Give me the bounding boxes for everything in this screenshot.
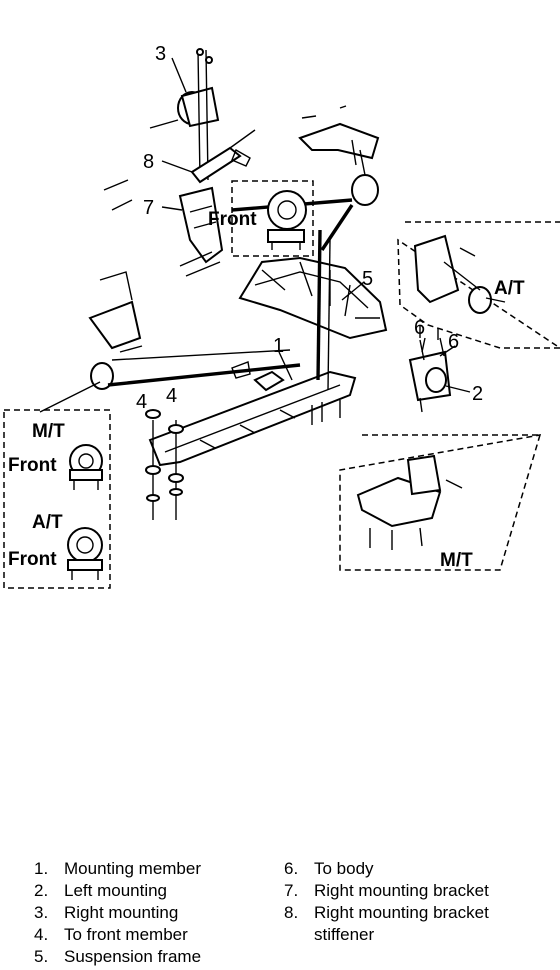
callout-6b: 6 [448,331,459,353]
right-mounting-bracket [103,179,224,277]
mounting-member [148,361,357,467]
right-mounting [149,48,220,181]
inset-label-mt-bottom: M/T [440,550,473,571]
callout-leaders [161,57,471,393]
right-mounting-bracket-stiffener [190,129,256,184]
inset-label-at-left: A/T [32,512,63,533]
inset-label-mt-left: M/T [32,421,65,442]
inset-front-top [231,180,314,257]
inset-mt-at-left [3,409,111,589]
legend-text: Right mounting bracket [314,881,489,900]
legend-item-2: 2. Left mounting [34,880,274,902]
legend-item-4: 4. To front member [34,924,274,946]
legend-num: 2. [34,881,49,900]
legend-num: 1. [34,859,49,878]
legend-item-6: 6. To body [284,858,534,880]
callout-8: 8 [143,151,154,173]
legend-num: 3. [34,903,49,922]
legend-num: 7. [284,881,299,900]
inset-at-right [397,221,560,349]
legend-column-left: 1. Mounting member 2. Left mounting 3. Righ… [34,858,274,968]
inset-mt-bottom [339,434,542,571]
legend-text: To front member [64,925,188,944]
legend-item-3: 3. Right mounting [34,902,274,924]
legend-num: 5. [34,947,49,966]
inset-label-front-top: Front [208,209,257,230]
legend-text: To body [314,859,374,878]
legend-text: Suspension frame [64,947,202,966]
legend-num: 4. [34,925,49,944]
callout-3: 3 [155,43,166,65]
legend-item-5: 5. Suspension frame [34,946,274,968]
legend-text: Right mounting bracket stiffener [314,903,489,944]
upper-right-bracket [298,105,380,206]
legend-num: 8. [284,903,299,922]
legend-text: Right mounting [64,903,179,922]
suspension-frame [238,256,388,340]
left-mounting [408,337,452,413]
callout-4b: 4 [166,385,177,407]
legend-item-1: 1. Mounting member [34,858,274,880]
front-member-bolts [145,409,184,520]
legend-item-8: 8. Right mounting bracket stiffener [284,902,534,946]
legend-item-7: 7. Right mounting bracket [284,880,534,902]
legend-num: 6. [284,859,299,878]
callout-7: 7 [143,197,154,219]
callout-2: 2 [472,383,483,405]
legend-column-right: 6. To body 7. Right mounting bracket 8. Rig… [284,858,534,946]
callout-5: 5 [362,268,373,290]
to-body-bolts [311,326,439,425]
inset-label-at-right: A/T [494,278,525,299]
callout-1: 1 [273,335,284,357]
callout-6a: 6 [414,317,425,339]
legend-text: Mounting member [64,859,202,878]
inset-label-mt-left-front: Front [8,455,57,476]
engine-mount-diagram: 3 8 7 1 5 6 6 2 4 4 Front A/T M/T Front … [3,43,560,589]
callout-4a: 4 [136,391,147,413]
left-side-mount [39,271,301,413]
inset-label-at-left-front: Front [8,549,57,570]
legend-text: Left mounting [64,881,168,900]
